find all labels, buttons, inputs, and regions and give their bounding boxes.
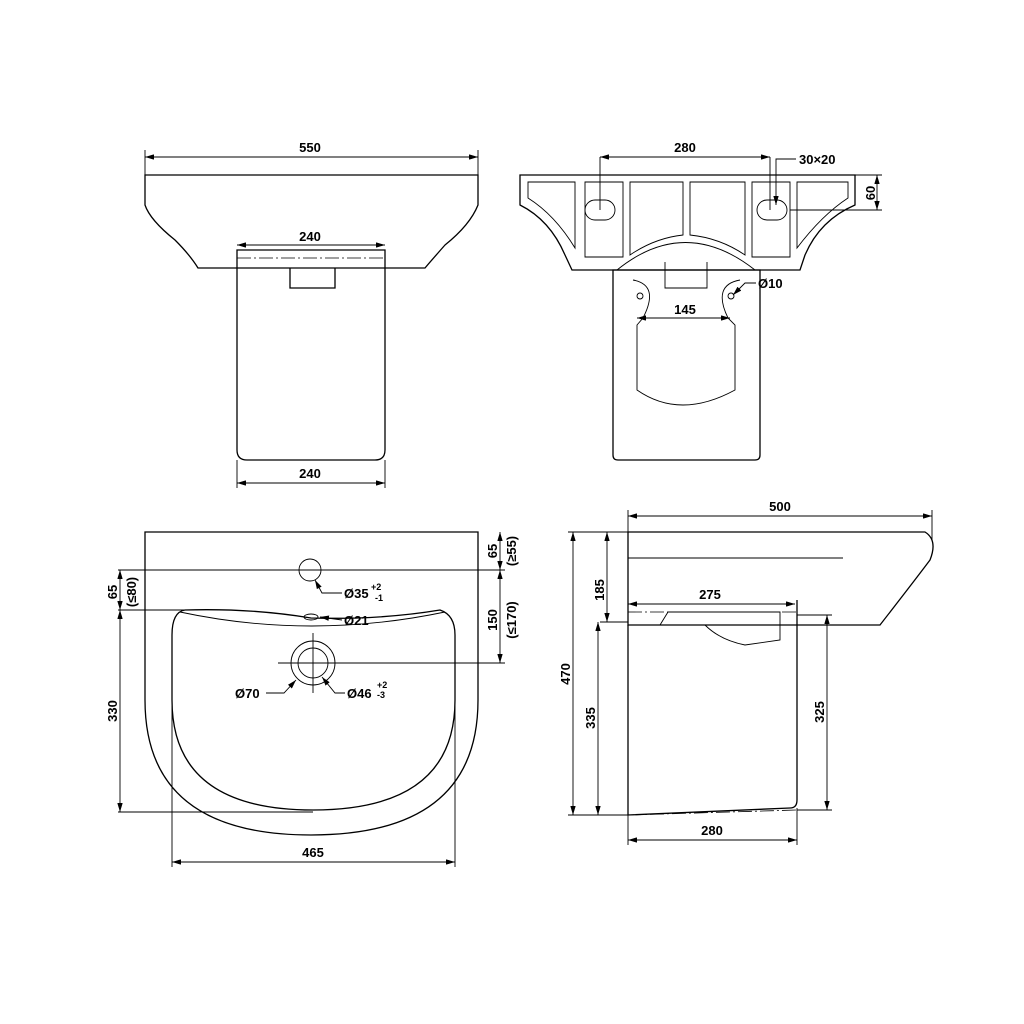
dim-pedestal-top-depth: 275 xyxy=(699,587,721,602)
basin-front-outline xyxy=(144,174,479,269)
label-slot-size: 30×20 xyxy=(799,152,836,167)
label-drain-inner: Ø46 xyxy=(347,686,372,701)
slot-right xyxy=(756,199,788,221)
tap-tol-lower: -1 xyxy=(375,593,383,603)
dim-pedestal-height-back: 325 xyxy=(812,701,827,723)
dim-bowl-width: 465 xyxy=(302,845,324,860)
dim-rim-offset: 65 xyxy=(105,585,120,599)
dim-front-width: 550 xyxy=(299,140,321,155)
label-hole-diameter: Ø10 xyxy=(758,276,783,291)
dim-bowl-depth: 330 xyxy=(105,700,120,722)
dim-pedestal-height-front: 335 xyxy=(583,707,598,729)
dim-tap-offset: 65 xyxy=(485,544,500,558)
pedestal-back xyxy=(612,269,761,461)
bowl-plan-outline xyxy=(171,609,456,811)
dim-basin-height: 185 xyxy=(592,579,607,601)
pedestal-side xyxy=(627,600,798,816)
drain-front xyxy=(289,268,336,289)
dim-drain-offset-limit: (≤170) xyxy=(504,601,519,638)
tap-tol-upper: +2 xyxy=(371,582,381,592)
dim-side-depth: 500 xyxy=(769,499,791,514)
label-overflow: Ø21 xyxy=(344,613,369,628)
basin-side-outline xyxy=(627,531,934,626)
drain-tol-lower: -3 xyxy=(377,690,385,700)
dim-mount-spacing: 280 xyxy=(674,140,696,155)
dim-pedestal-top: 240 xyxy=(299,229,321,244)
dim-back-height: 60 xyxy=(863,186,878,200)
dim-rim-offset-limit: (≤80) xyxy=(124,577,139,607)
plan-view: 65 (≥55) 150 (≤170) 65 (≤80) 330 Ø35 +2 … xyxy=(105,531,519,867)
label-tap-hole: Ø35 xyxy=(344,586,369,601)
dim-total-height: 470 xyxy=(558,663,573,685)
back-view: 280 30×20 60 Ø10 145 xyxy=(519,140,882,461)
dim-pedestal-bottom: 240 xyxy=(299,466,321,481)
dim-drain-offset: 150 xyxy=(485,609,500,631)
dim-hole-spacing: 145 xyxy=(674,302,696,317)
front-view: 550 240 240 xyxy=(144,140,479,488)
basin-back-outline xyxy=(519,174,856,271)
label-drain-outer: Ø70 xyxy=(235,686,260,701)
dim-pedestal-bottom-depth: 280 xyxy=(701,823,723,838)
dim-tap-offset-limit: (≥55) xyxy=(504,536,519,566)
basin-plan-outline xyxy=(144,531,479,836)
pedestal-front xyxy=(236,249,386,461)
side-view: 500 470 185 275 335 325 280 xyxy=(558,499,934,845)
drain-tol-upper: +2 xyxy=(377,680,387,690)
